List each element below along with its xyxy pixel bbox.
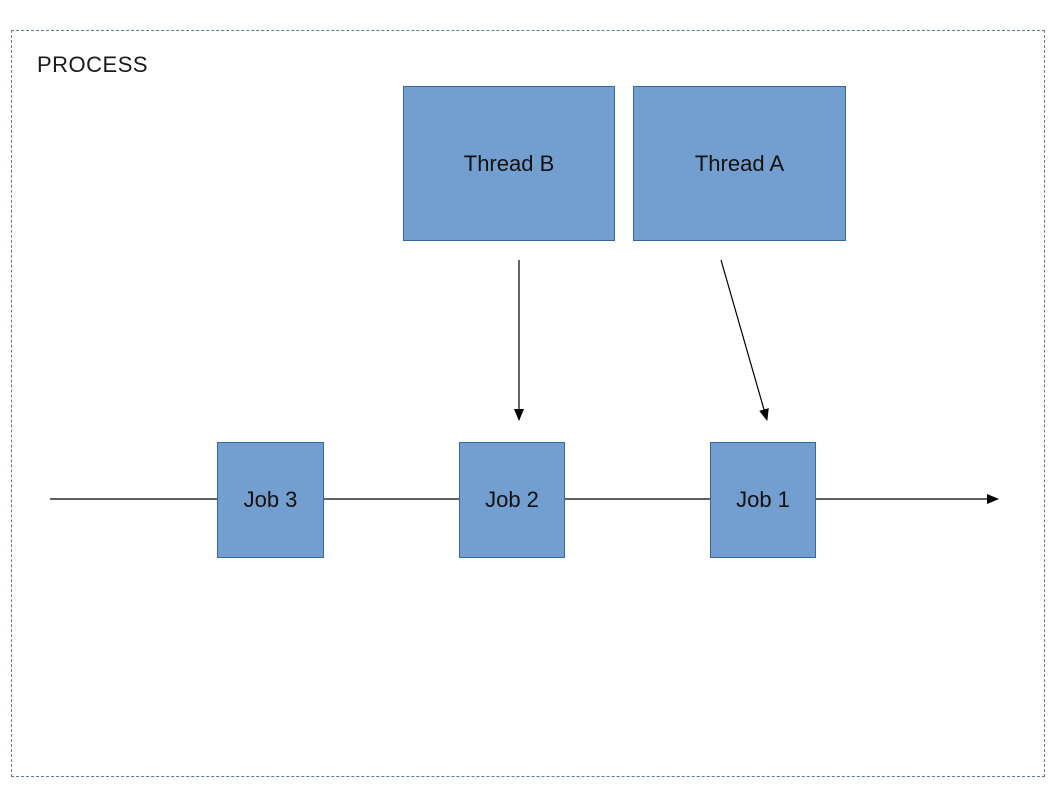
job-1-label: Job 1 bbox=[736, 487, 790, 512]
job-2-label: Job 2 bbox=[485, 487, 539, 512]
job-1-box: Job 1 bbox=[710, 442, 816, 558]
thread-b-box: Thread B bbox=[403, 86, 615, 241]
thread-b-label: Thread B bbox=[463, 150, 555, 176]
process-boundary bbox=[11, 30, 1045, 777]
thread-a-label: Thread A bbox=[694, 150, 785, 176]
job-3-label: Job 3 bbox=[243, 487, 298, 512]
thread-a-box: Thread A bbox=[633, 86, 846, 241]
process-label: PROCESS bbox=[37, 52, 149, 77]
job-2-box: Job 2 bbox=[459, 442, 565, 558]
job-3-box: Job 3 bbox=[217, 442, 324, 558]
arrow-thread-a-to-job-1 bbox=[720, 259, 769, 421]
